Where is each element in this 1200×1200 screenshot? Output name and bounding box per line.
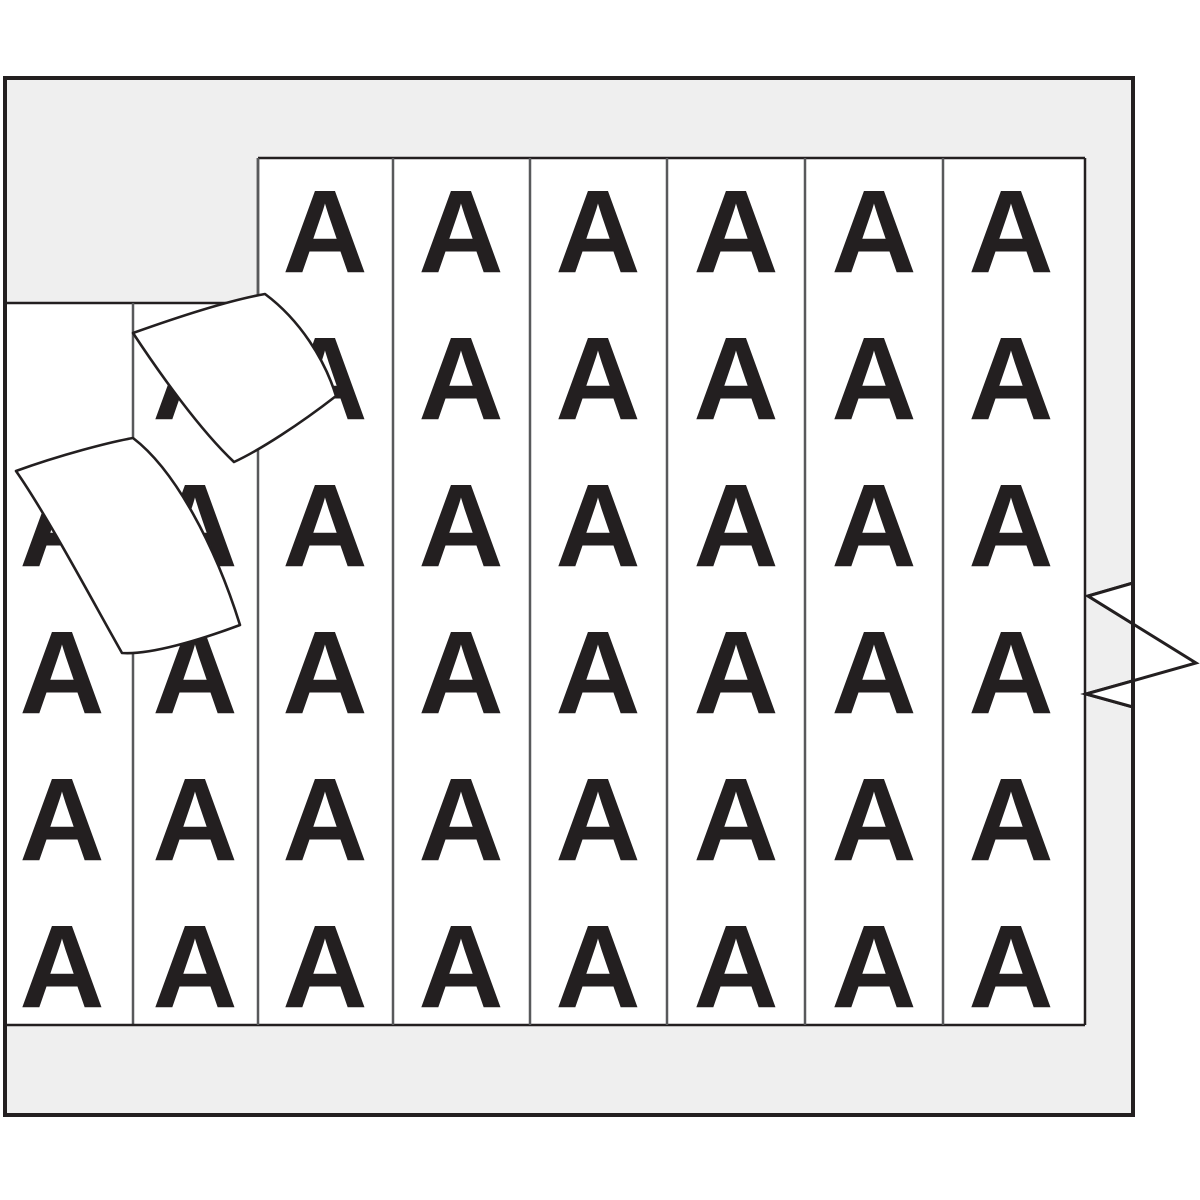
label-cell[interactable]: A <box>555 460 640 592</box>
label-cell[interactable]: A <box>693 607 778 739</box>
label-cell[interactable]: A <box>831 754 916 886</box>
peeled-label-lower-face <box>14 436 242 655</box>
label-row-1: A A A A A A <box>282 166 1053 298</box>
label-cell[interactable]: A <box>282 607 367 739</box>
label-cell[interactable]: A <box>418 313 503 445</box>
label-cell[interactable]: A <box>418 901 503 1033</box>
label-row-5: A A A A A A A A <box>19 754 1053 886</box>
label-cell[interactable]: A <box>693 166 778 298</box>
label-cell[interactable]: A <box>555 901 640 1033</box>
label-cell[interactable]: A <box>831 166 916 298</box>
label-row-4: A A A A A A A A <box>19 607 1053 739</box>
label-cell[interactable]: A <box>693 754 778 886</box>
label-cell[interactable]: A <box>831 460 916 592</box>
label-cell[interactable]: A <box>418 607 503 739</box>
label-cell[interactable]: A <box>831 313 916 445</box>
label-cell[interactable]: A <box>831 901 916 1033</box>
label-cell[interactable]: A <box>968 313 1053 445</box>
label-cell[interactable]: A <box>555 607 640 739</box>
label-cell[interactable]: A <box>152 901 237 1033</box>
label-cell[interactable]: A <box>555 754 640 886</box>
peeled-label-upper[interactable] <box>131 292 338 464</box>
peeled-label-lower[interactable] <box>14 436 242 655</box>
label-cell[interactable]: A <box>968 166 1053 298</box>
label-cell[interactable]: A <box>19 754 104 886</box>
label-cell[interactable]: A <box>968 460 1053 592</box>
label-cell[interactable]: A <box>282 460 367 592</box>
label-cell[interactable]: A <box>555 166 640 298</box>
label-cell[interactable]: A <box>282 754 367 886</box>
label-cell[interactable]: A <box>693 313 778 445</box>
label-cell[interactable]: A <box>282 901 367 1033</box>
right-edge-tear-notch-overhang <box>1080 581 1200 709</box>
label-cell[interactable]: A <box>968 901 1053 1033</box>
label-cell[interactable]: A <box>418 460 503 592</box>
label-cell[interactable]: A <box>693 460 778 592</box>
label-cell[interactable]: A <box>418 166 503 298</box>
label-cell[interactable]: A <box>19 901 104 1033</box>
label-cell[interactable]: A <box>418 754 503 886</box>
label-cell[interactable]: A <box>282 166 367 298</box>
label-cell[interactable]: A <box>555 313 640 445</box>
peeled-label-upper-face <box>131 292 338 464</box>
backing-sheet-border <box>3 76 1135 1117</box>
label-cell[interactable]: A <box>831 607 916 739</box>
label-cell[interactable]: A <box>968 754 1053 886</box>
label-cell[interactable]: A <box>19 607 104 739</box>
label-cell[interactable]: A <box>152 754 237 886</box>
label-cell[interactable]: A <box>693 901 778 1033</box>
label-row-6: A A A A A A A A <box>19 901 1053 1033</box>
label-cell[interactable]: A <box>968 607 1053 739</box>
